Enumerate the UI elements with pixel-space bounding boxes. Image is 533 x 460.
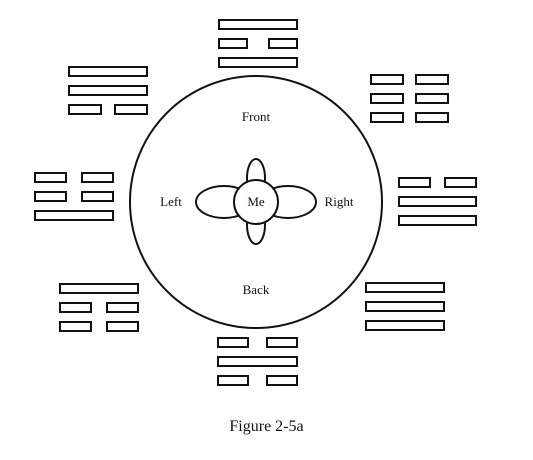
trigram-top bbox=[218, 19, 298, 68]
yin-line-left bbox=[217, 337, 249, 348]
yang-line bbox=[365, 282, 445, 293]
back-label: Back bbox=[243, 282, 270, 297]
yin-line-right bbox=[106, 302, 139, 313]
yang-line bbox=[218, 19, 298, 30]
left-label: Left bbox=[160, 194, 182, 209]
outer-circle bbox=[129, 75, 383, 329]
yang-line bbox=[59, 283, 139, 294]
yin-line-right bbox=[81, 172, 114, 183]
yin-line-right bbox=[415, 74, 449, 85]
yin-line-left bbox=[370, 93, 404, 104]
yang-line bbox=[217, 356, 298, 367]
yin-line-right bbox=[106, 321, 139, 332]
trigram-top-left bbox=[68, 66, 148, 115]
trigram-right bbox=[398, 177, 477, 226]
yin-line-left bbox=[34, 172, 67, 183]
yin-line-left bbox=[370, 74, 404, 85]
right-label: Right bbox=[325, 194, 354, 209]
yin-line-right bbox=[114, 104, 148, 115]
yin-line-left bbox=[370, 112, 404, 123]
yin-line-left bbox=[398, 177, 431, 188]
yin-line-right bbox=[415, 112, 449, 123]
yang-line bbox=[365, 320, 445, 331]
center-figure bbox=[195, 158, 317, 245]
yin-line-right bbox=[444, 177, 477, 188]
yin-line-left bbox=[34, 191, 67, 202]
yin-line-right bbox=[268, 38, 298, 49]
yin-line-left bbox=[59, 302, 92, 313]
yang-line bbox=[68, 66, 148, 77]
yin-line-right bbox=[266, 375, 298, 386]
front-label: Front bbox=[242, 109, 271, 124]
yang-line bbox=[68, 85, 148, 96]
yin-line-right bbox=[266, 337, 298, 348]
yin-line-right bbox=[81, 191, 114, 202]
yin-line-right bbox=[415, 93, 449, 104]
bagua-diagram: Front Back Left Right Me bbox=[34, 19, 477, 386]
trigram-top-right bbox=[370, 74, 449, 123]
yang-line bbox=[218, 57, 298, 68]
yang-line bbox=[365, 301, 445, 312]
yang-line bbox=[398, 196, 477, 207]
yin-line-left bbox=[68, 104, 102, 115]
yang-line bbox=[34, 210, 114, 221]
yin-line-left bbox=[217, 375, 249, 386]
trigram-bottom bbox=[217, 337, 298, 386]
trigram-bottom-left bbox=[59, 283, 139, 332]
trigram-left bbox=[34, 172, 114, 221]
yang-line bbox=[398, 215, 477, 226]
yin-line-left bbox=[218, 38, 248, 49]
yin-line-left bbox=[59, 321, 92, 332]
figure-caption: Figure 2-5a bbox=[229, 418, 304, 435]
center-label: Me bbox=[247, 194, 265, 209]
trigram-bottom-right bbox=[365, 282, 445, 331]
center-circle bbox=[233, 179, 279, 225]
